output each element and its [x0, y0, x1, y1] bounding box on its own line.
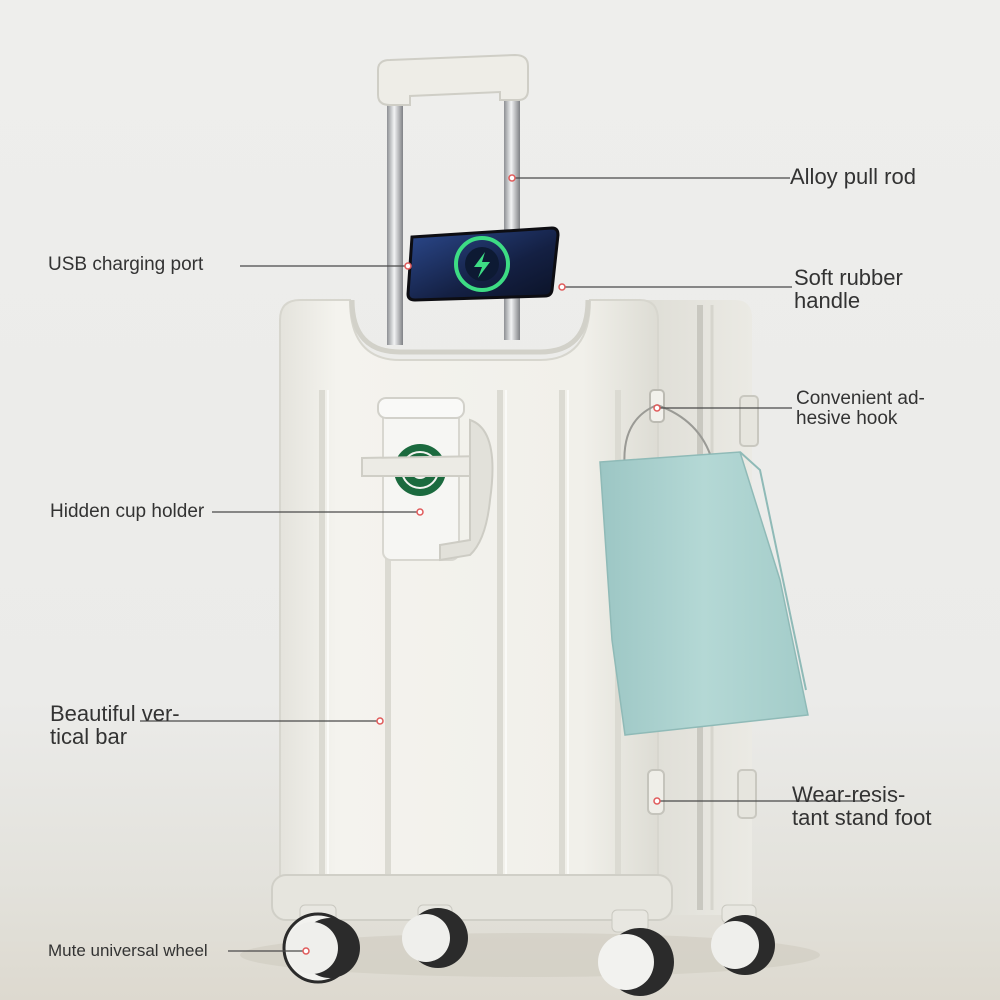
suitcase-base	[271, 874, 673, 921]
label-cup-holder: Hidden cup holder	[50, 501, 205, 522]
pull-rod	[377, 53, 529, 345]
label-rubber-handle: Soft rubber handle	[794, 266, 903, 312]
floor-shadow	[240, 933, 820, 977]
phone	[406, 226, 560, 302]
label-stand-foot: Wear-resis- tant stand foot	[792, 783, 931, 829]
label-vertical-bar-line2: tical bar	[50, 724, 128, 750]
callout-lines	[140, 177, 868, 952]
label-vertical-bar: Beautiful ver- tical bar	[50, 702, 180, 748]
callout-dots	[302, 174, 661, 955]
label-alloy-pull-rod: Alloy pull rod	[790, 164, 916, 189]
cup-holder	[361, 397, 494, 562]
label-rubber-handle-line1: Soft rubber	[794, 265, 903, 290]
label-vertical-bar-line1: Beautiful ver-	[50, 701, 180, 726]
shopping-bag	[599, 451, 809, 736]
stand-foot	[647, 769, 665, 815]
label-universal-wheel: Mute universal wheel	[48, 941, 208, 960]
label-adhesive-hook: Convenient ad- hesive hook	[796, 389, 925, 429]
label-adhesive-hook-line1: Convenient ad-	[796, 388, 925, 409]
label-stand-foot-line2: tant stand foot	[792, 805, 932, 831]
label-usb-port: USB charging port	[48, 254, 204, 275]
label-adhesive-hook-line2: hesive hook	[796, 407, 898, 429]
wheels	[282, 904, 775, 996]
label-rubber-handle-line2: handle	[794, 288, 861, 314]
label-stand-foot-line1: Wear-resis-	[792, 782, 906, 807]
suitcase-front-shell	[279, 299, 659, 921]
